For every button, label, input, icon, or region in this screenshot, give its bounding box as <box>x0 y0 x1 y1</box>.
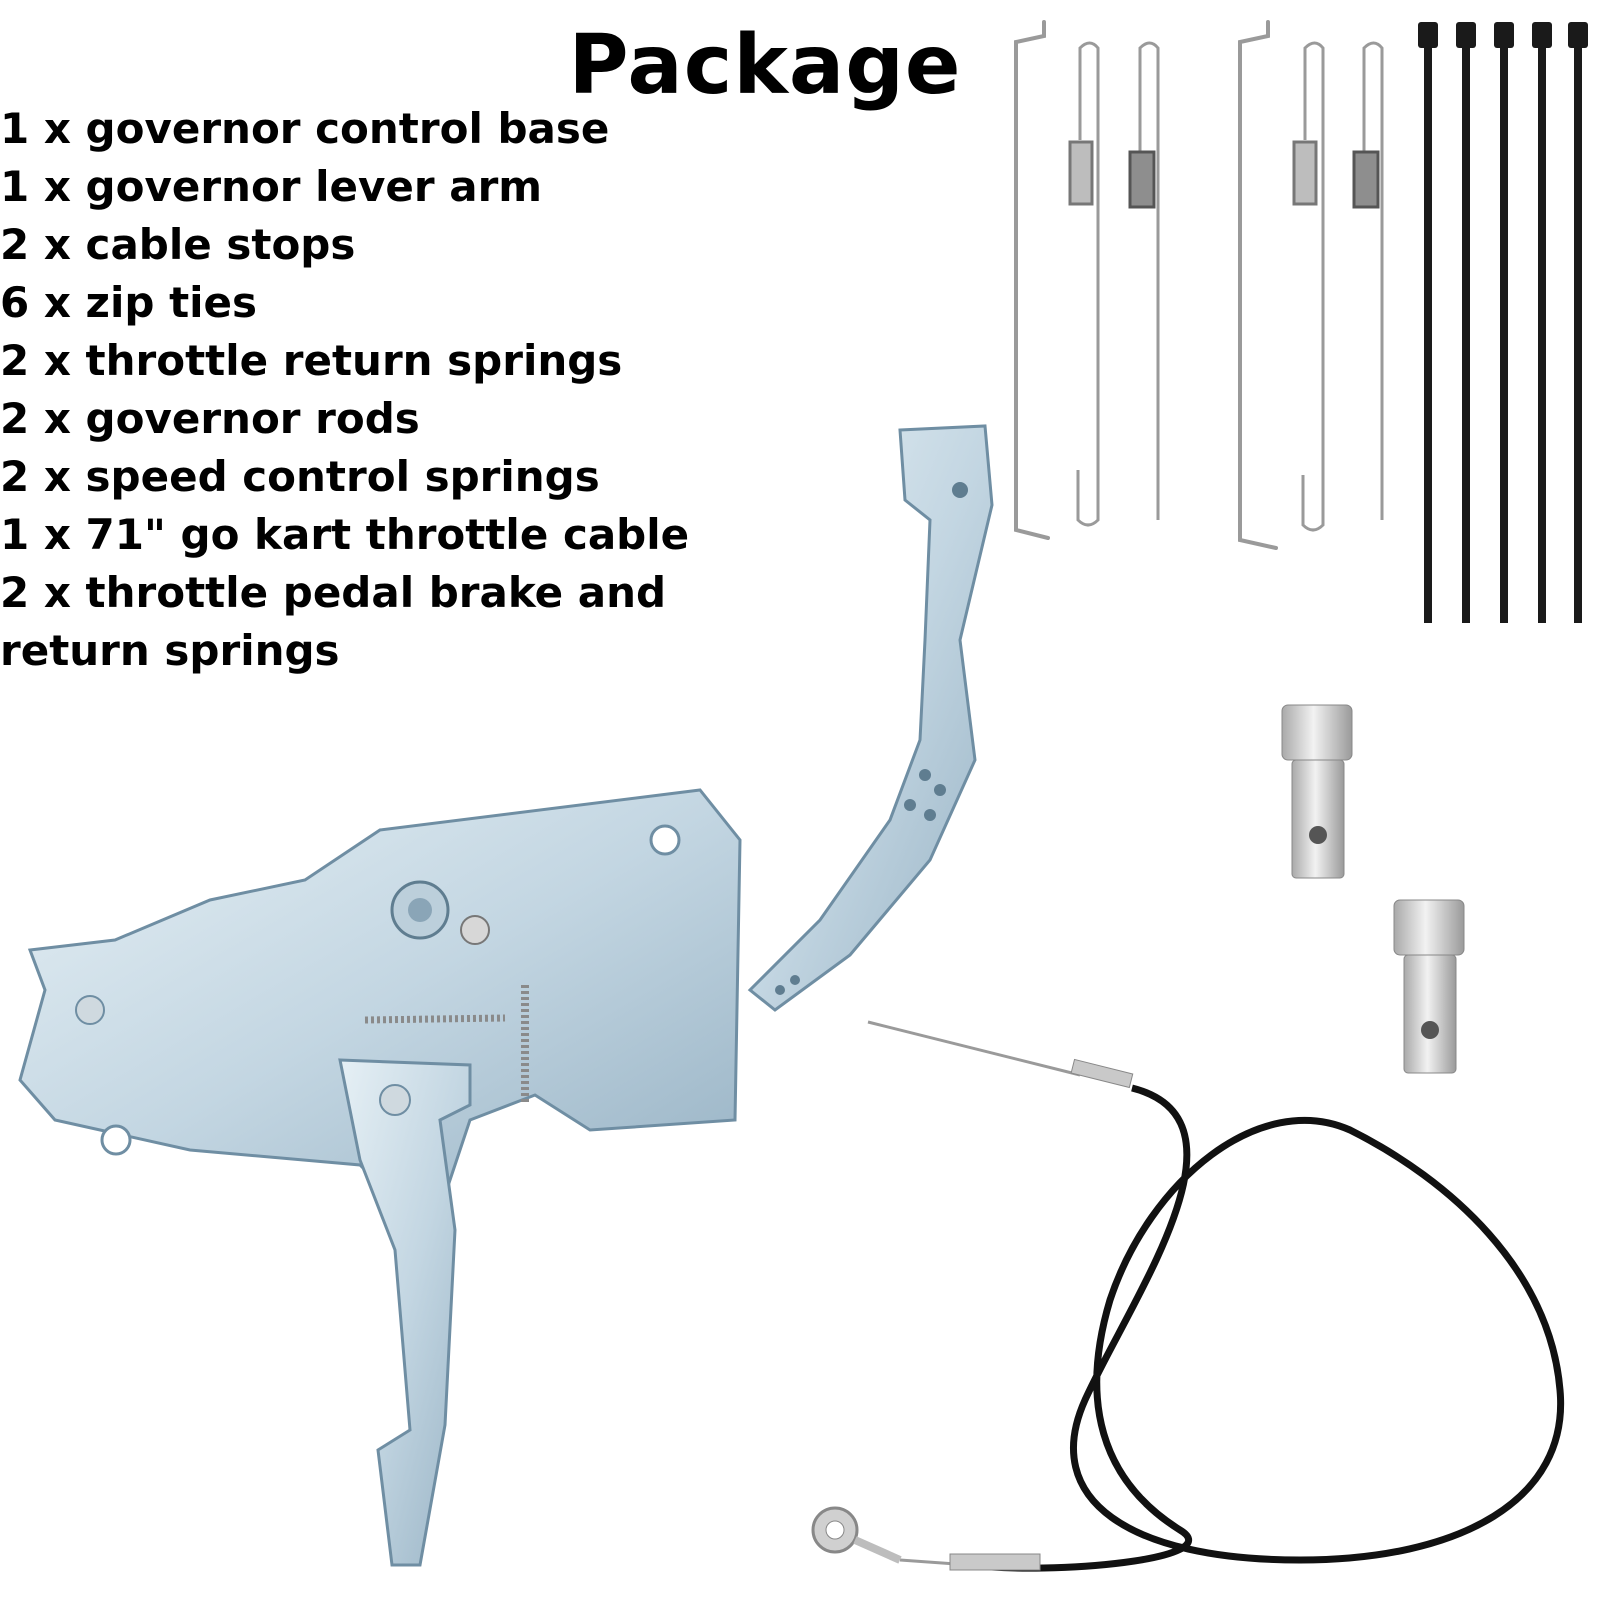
package-contents-list: 1 x governor control base 1 x governor l… <box>0 100 700 680</box>
throttle-cable-icon <box>811 1020 1565 1572</box>
list-item: 2 x throttle return springs <box>0 336 623 385</box>
list-item: 2 x speed control springs <box>0 452 600 501</box>
list-item: 1 x 71" go kart throttle cable <box>0 510 690 559</box>
spring-icon <box>1068 41 1384 532</box>
governor-rod-icon <box>1014 20 1278 550</box>
list-item: 1 x governor control base <box>0 104 610 153</box>
list-item: return springs <box>0 626 340 675</box>
cable-stop-icon <box>1281 704 1465 1074</box>
list-item: 1 x governor lever arm <box>0 162 543 211</box>
lever-arm-icon <box>747 424 994 1012</box>
zip-tie-icon <box>1418 22 1588 623</box>
list-item: 6 x zip ties <box>0 278 258 327</box>
list-item: 2 x cable stops <box>0 220 356 269</box>
list-item: 2 x throttle pedal brake and <box>0 568 667 617</box>
page-title: Package <box>568 18 962 113</box>
list-item: 2 x governor rods <box>0 394 420 443</box>
governor-base-icon <box>18 788 742 1567</box>
